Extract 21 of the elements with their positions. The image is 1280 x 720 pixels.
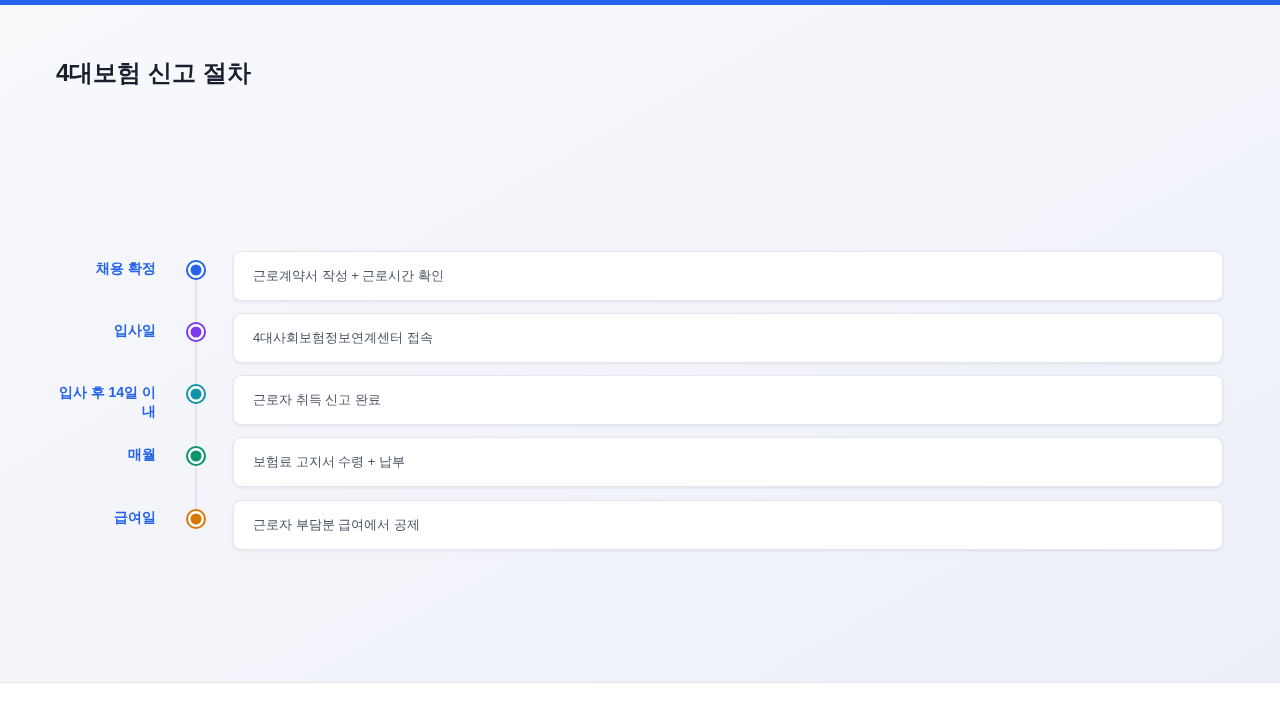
step-time-label: 입사 후 14일 이내 <box>57 383 156 421</box>
step-card <box>233 500 1223 550</box>
step-description: 4대사회보험정보연계센터 접속 <box>253 329 434 347</box>
step-card <box>233 313 1223 363</box>
timeline-dot <box>186 446 206 466</box>
title: 4대보험 신고 절차 <box>56 58 251 88</box>
step-time-label: 급여일 <box>114 508 156 527</box>
step-description: 보험료 고지서 수령 + 납부 <box>253 453 407 471</box>
step-description: 근로자 부담분 급여에서 공제 <box>253 516 421 534</box>
timeline-dot <box>186 322 206 342</box>
step-time-label: 매월 <box>128 445 156 464</box>
timeline-dot <box>186 260 206 280</box>
step-description: 근로자 취득 신고 완료 <box>253 391 382 409</box>
timeline-dot <box>186 509 206 529</box>
step-description: 근로계약서 작성 + 근로시간 확인 <box>253 267 446 285</box>
step-card <box>233 375 1223 425</box>
timeline-dot <box>186 384 206 404</box>
step-card <box>233 251 1223 301</box>
step-time-label: 채용 확정 <box>96 259 156 278</box>
step-card <box>233 437 1223 487</box>
step-time-label: 입사일 <box>114 321 156 340</box>
